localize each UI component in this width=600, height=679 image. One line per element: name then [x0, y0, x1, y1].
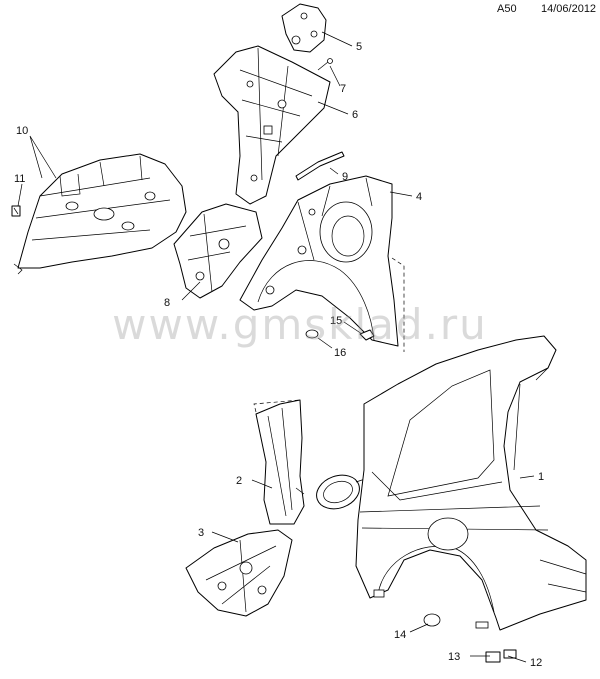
diagram-code: A50 [497, 3, 517, 15]
callout-7: 7 [340, 83, 346, 95]
part-11-clip [11, 205, 21, 217]
callout-11: 11 [14, 173, 25, 185]
part-15-bumper [359, 329, 375, 341]
leader-lines [17, 31, 535, 663]
part-1-outer-quarter [355, 335, 587, 631]
diagram-date: 14/06/2012 [541, 3, 597, 15]
callout-9: 9 [342, 171, 348, 183]
part-10-inner-wheelhouse [13, 153, 187, 275]
callout-14: 14 [394, 629, 406, 641]
part-8-lower-pillar [173, 203, 263, 299]
part-12-clip [503, 649, 517, 659]
part-9-seal-strip [295, 151, 345, 181]
callout-1: 1 [538, 471, 544, 483]
callout-16: 16 [334, 347, 346, 359]
part-14-plug [423, 613, 441, 627]
part-13-clip [485, 651, 501, 663]
callout-13: 13 [448, 651, 460, 663]
callout-5: 5 [356, 41, 362, 53]
part-4-inner-quarter [239, 175, 399, 347]
callout-6: 6 [352, 109, 358, 121]
part-5-upper-bracket [281, 3, 327, 53]
callout-2: 2 [236, 475, 242, 487]
callout-8: 8 [164, 297, 170, 309]
part-6-pillar-inner [213, 45, 331, 205]
callout-3: 3 [198, 527, 204, 539]
callout-15: 15 [330, 315, 342, 327]
callout-12: 12 [530, 657, 542, 669]
part-16-plug [305, 329, 319, 339]
part-3-lower-bracket [185, 529, 293, 617]
part-7-bolt [317, 58, 333, 71]
callout-4: 4 [416, 191, 422, 203]
callout-10: 10 [16, 125, 28, 137]
part-2-pillar-reinforcement [255, 399, 305, 525]
